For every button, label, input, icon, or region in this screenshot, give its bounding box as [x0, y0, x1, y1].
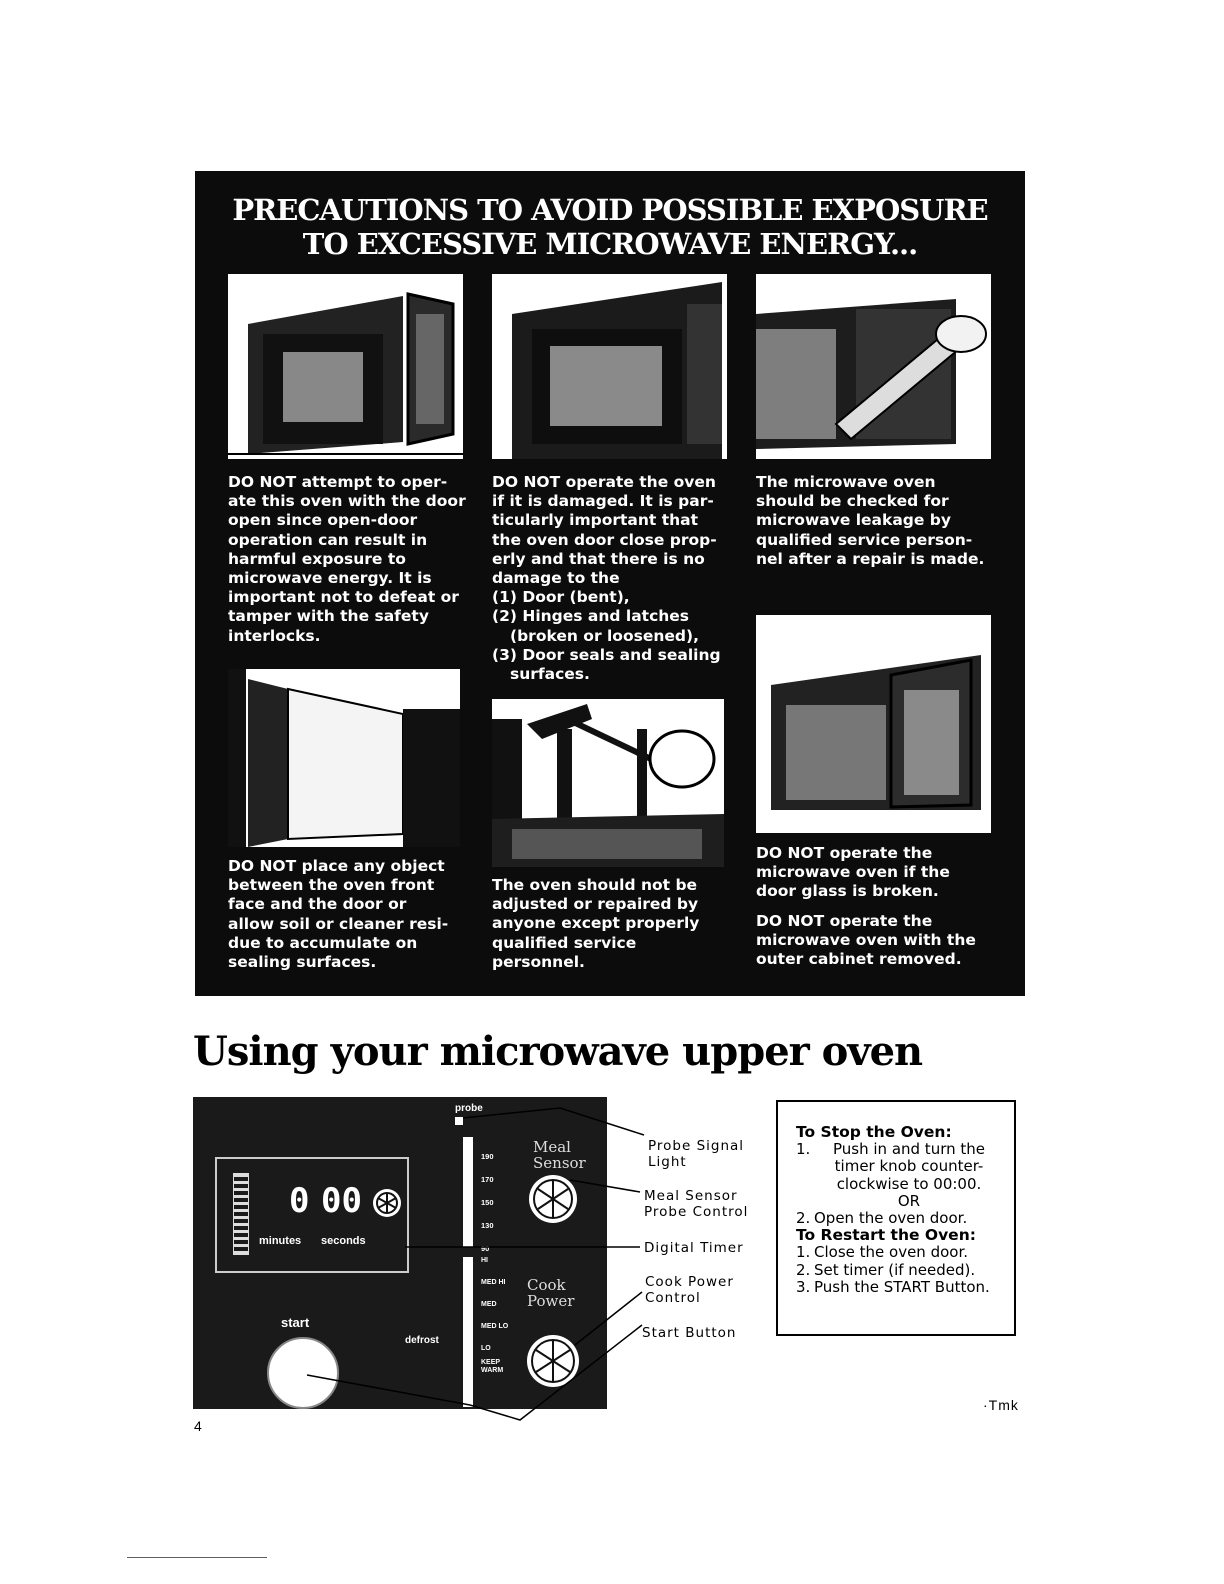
callout-start-button: Start Button [642, 1325, 737, 1341]
cook-power-line1: Cook [527, 1276, 566, 1294]
power-label: KEEP WARM [481, 1359, 504, 1374]
do-not-label: DO NOT [228, 473, 297, 491]
meal-sensor-line1: Meal [533, 1138, 571, 1156]
footnote-rule [127, 1557, 267, 1558]
stop-step-1: Push in and turn the timer knob counter-… [833, 1140, 985, 1193]
callout-cook-power: Cook Power Control [645, 1274, 734, 1306]
cook-power-knob-icon[interactable] [527, 1335, 579, 1387]
section-heading: Using your microwave upper oven [193, 1028, 923, 1075]
power-scale-bar [463, 1257, 473, 1407]
power-label: LO [481, 1345, 491, 1352]
page-number: 4 [194, 1418, 202, 1434]
damage-list-item: (broken or loosened), [510, 626, 699, 645]
restart-step: 1.Close the oven door. [796, 1243, 969, 1262]
timer-seconds: 00 [321, 1181, 362, 1221]
stop-step-2: Open the oven door. [814, 1209, 968, 1228]
meal-sensor-line2: Sensor [533, 1154, 586, 1172]
precaution-leakage-check: The microwave oven should be checked for… [756, 473, 985, 568]
probe-signal-light [455, 1117, 463, 1125]
temperature-scale: 190 170 150 130 90 [481, 1145, 494, 1260]
cook-power-logo: Cook Power [527, 1277, 574, 1309]
control-panel-illustration: 0 00 minutes seconds start probe 190 170… [193, 1097, 607, 1409]
temp-label: 90 [481, 1244, 490, 1253]
precautions-panel: PRECAUTIONS TO AVOID POSSIBLE EXPOSURE T… [195, 171, 1025, 996]
photo-open-door [228, 274, 463, 459]
timer-minutes: 0 [289, 1181, 310, 1221]
cook-power-line2: Power [527, 1292, 575, 1310]
minutes-label: minutes [259, 1235, 302, 1247]
do-not-label: DO NOT [756, 911, 825, 930]
precaution-damaged: DO NOT operate the oven if it is damaged… [492, 473, 732, 684]
start-label: start [281, 1315, 310, 1330]
precaution-cabinet-text: operate the microwave oven with the oute… [756, 911, 976, 969]
damage-list-item: (3) Door seals and sealing [492, 645, 721, 664]
precaution-object-text: place any object between the oven front … [228, 857, 449, 972]
timer-knob-icon[interactable] [373, 1189, 401, 1217]
restart-step-1: Close the oven door. [814, 1243, 969, 1262]
stop-step: 1. Push in and turn the timer knob count… [796, 1141, 1004, 1193]
precaution-open-door-text: attempt to oper- ate this oven with the … [228, 473, 466, 645]
temp-label: 150 [481, 1198, 494, 1207]
precaution-damaged-text: operate the oven if it is damaged. It is… [492, 473, 717, 588]
precaution-repair: The oven should not be adjusted or repai… [492, 876, 700, 971]
temp-label: 170 [481, 1175, 494, 1184]
power-label: MED [481, 1301, 497, 1308]
precautions-title: PRECAUTIONS TO AVOID POSSIBLE EXPOSURE T… [195, 193, 1025, 261]
restart-step-3: Push the START Button. [814, 1277, 990, 1296]
power-label: HI [481, 1257, 488, 1264]
probe-label: probe [455, 1103, 483, 1114]
temp-label: 190 [481, 1152, 494, 1161]
precautions-title-line2: TO EXCESSIVE MICROWAVE ENERGY... [302, 227, 918, 261]
precautions-title-line1: PRECAUTIONS TO AVOID POSSIBLE EXPOSURE [232, 193, 988, 227]
defrost-label: defrost [405, 1335, 439, 1346]
callout-meal-sensor: Meal Sensor Probe Control [644, 1188, 749, 1220]
meal-sensor-logo: Meal Sensor [533, 1139, 586, 1171]
damage-list-item: surfaces. [510, 665, 590, 684]
precaution-open-door: DO NOT attempt to oper- ate this oven wi… [228, 473, 468, 646]
photo-door-glass [756, 615, 991, 833]
temp-label: 130 [481, 1221, 494, 1230]
do-not-label: DO NOT [492, 473, 561, 491]
stop-step: 2. Open the oven door. [796, 1209, 968, 1228]
damage-list-item: (1) Door (bent), [492, 588, 630, 607]
photo-object-in-door [228, 669, 460, 847]
callout-digital-timer: Digital Timer [644, 1240, 744, 1256]
power-label: MED HI [481, 1279, 506, 1286]
timer-bar-graph [233, 1173, 249, 1255]
photo-leakage-test [756, 274, 991, 459]
power-scale: HI MED HI MED MED LO LO KEEP WARM [481, 1257, 521, 1375]
restart-heading: To Restart the Oven: [796, 1226, 976, 1245]
stop-restart-instructions: To Stop the Oven: 1. Push in and turn th… [776, 1100, 1016, 1336]
restart-step: 2.Set timer (if needed). [796, 1260, 976, 1279]
or-label: OR [897, 1191, 921, 1210]
callout-probe-signal-light: Probe Signal Light [648, 1138, 745, 1170]
do-not-label: DO NOT [228, 857, 297, 875]
photo-hammer [492, 699, 724, 867]
start-button[interactable] [267, 1337, 339, 1409]
temperature-scale-bar [463, 1137, 473, 1247]
stop-heading: To Stop the Oven: [796, 1123, 952, 1141]
restart-step-2: Set timer (if needed). [814, 1260, 976, 1279]
restart-step: 3.Push the START Button. [796, 1277, 990, 1296]
trademark-note: ·Tmk [983, 1397, 1019, 1413]
do-not-label: DO NOT [756, 844, 825, 862]
photo-damaged-door [492, 274, 727, 459]
precaution-object-in-door: DO NOT place any object between the oven… [228, 857, 468, 972]
meal-sensor-knob-icon[interactable] [529, 1175, 577, 1223]
seconds-label: seconds [321, 1235, 366, 1247]
precaution-glass-text: operate the microwave oven if the door g… [756, 844, 950, 901]
power-label: MED LO [481, 1323, 509, 1330]
damage-list-item: (2) Hinges and latches [492, 607, 690, 626]
digital-timer-display: 0 00 minutes seconds [215, 1157, 409, 1273]
precaution-glass-cabinet: DO NOT operate the microwave oven if the… [756, 844, 1006, 969]
